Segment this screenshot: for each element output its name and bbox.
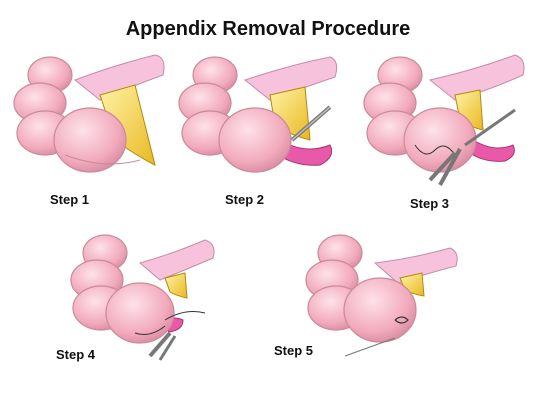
mesentery [164,272,188,299]
step-3-label: Step 3 [410,196,450,211]
suture-thread [344,337,396,357]
needle-holder-instrument [148,331,177,361]
ileum [138,239,215,281]
appendix [469,139,515,162]
colon [305,234,417,343]
step-2-label: Step 2 [225,192,265,207]
step-5-label: Step 5 [274,343,314,358]
suture [134,311,206,335]
step-1-illustration [5,45,175,175]
scissors-instrument [428,108,516,186]
clamp-instrument [290,105,332,142]
colon [13,56,127,173]
colon [70,234,175,344]
step-5-illustration [300,228,470,363]
step-3-illustration [355,45,530,186]
diagram-title: Appendix Removal Procedure [125,18,411,40]
suture [414,144,456,156]
ileum [428,54,525,101]
step-1-label: Step 1 [50,192,90,207]
suture-closure [394,316,409,324]
step-2-illustration [170,45,340,175]
step-4-illustration [65,228,235,363]
colon [178,56,292,173]
step-4-label: Step 4 [56,347,96,362]
